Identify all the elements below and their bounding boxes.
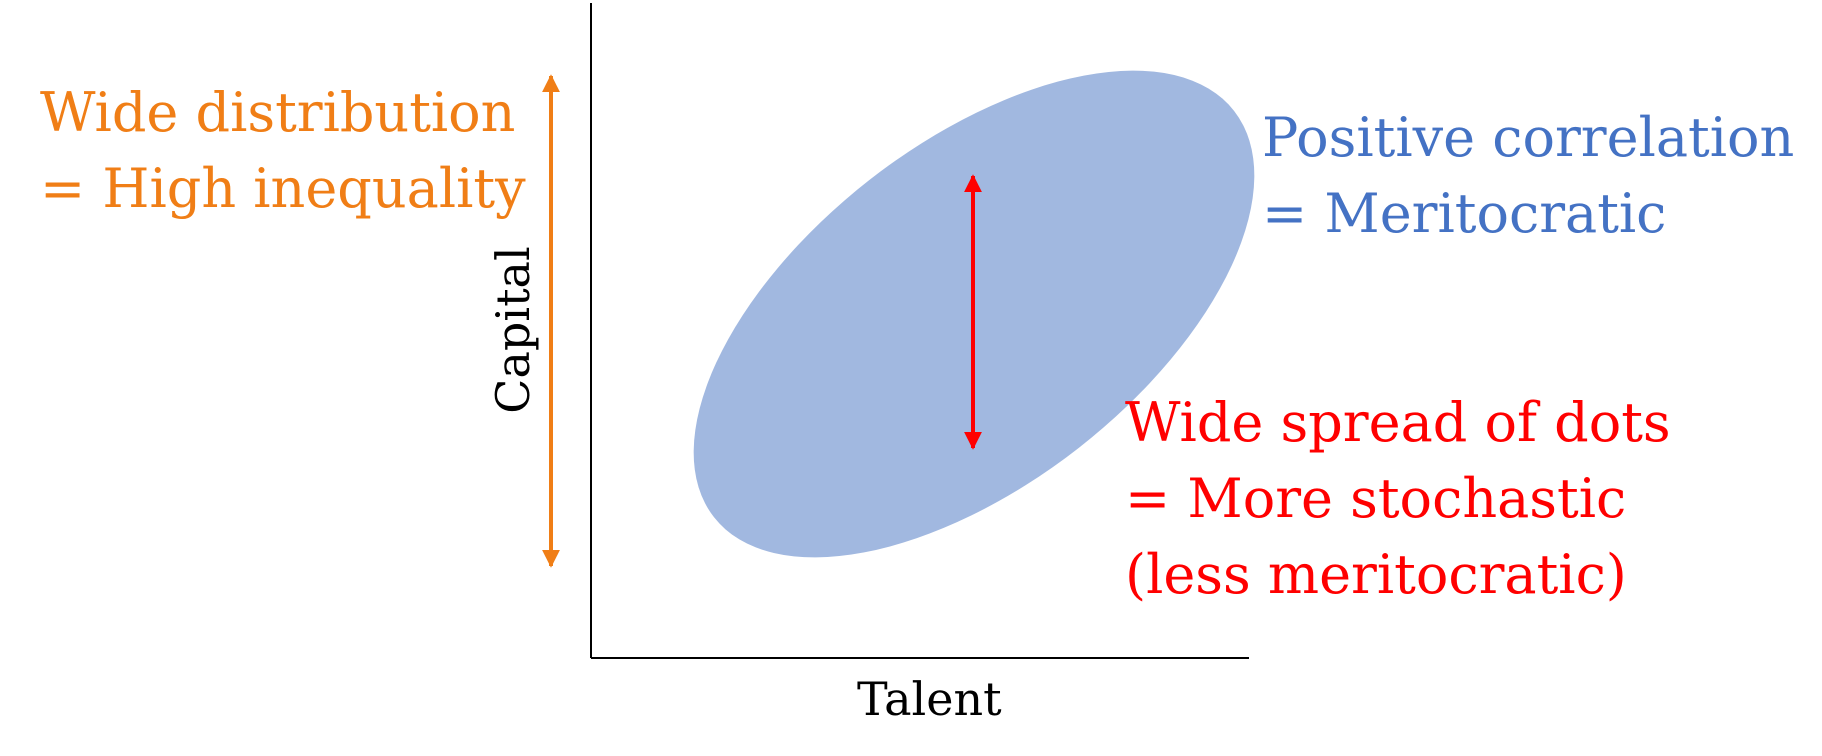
stochastic-note: Wide spread of dots = More stochastic (l… — [1125, 385, 1671, 613]
x-axis-label: Talent — [857, 672, 1002, 726]
correlation-note-line-1: Positive correlation — [1262, 106, 1795, 169]
inequality-note: Wide distribution = High inequality — [40, 75, 526, 227]
stochastic-note-line-1: Wide spread of dots — [1125, 391, 1671, 454]
y-axis-label: Capital — [486, 246, 540, 414]
correlation-note-line-2: = Meritocratic — [1262, 182, 1667, 245]
stochastic-note-line-2: = More stochastic — [1125, 467, 1627, 530]
inequality-note-line-1: Wide distribution — [40, 81, 516, 144]
stochastic-note-line-3: (less meritocratic) — [1125, 543, 1627, 606]
inequality-note-line-2: = High inequality — [40, 157, 526, 220]
correlation-note: Positive correlation = Meritocratic — [1262, 100, 1794, 252]
